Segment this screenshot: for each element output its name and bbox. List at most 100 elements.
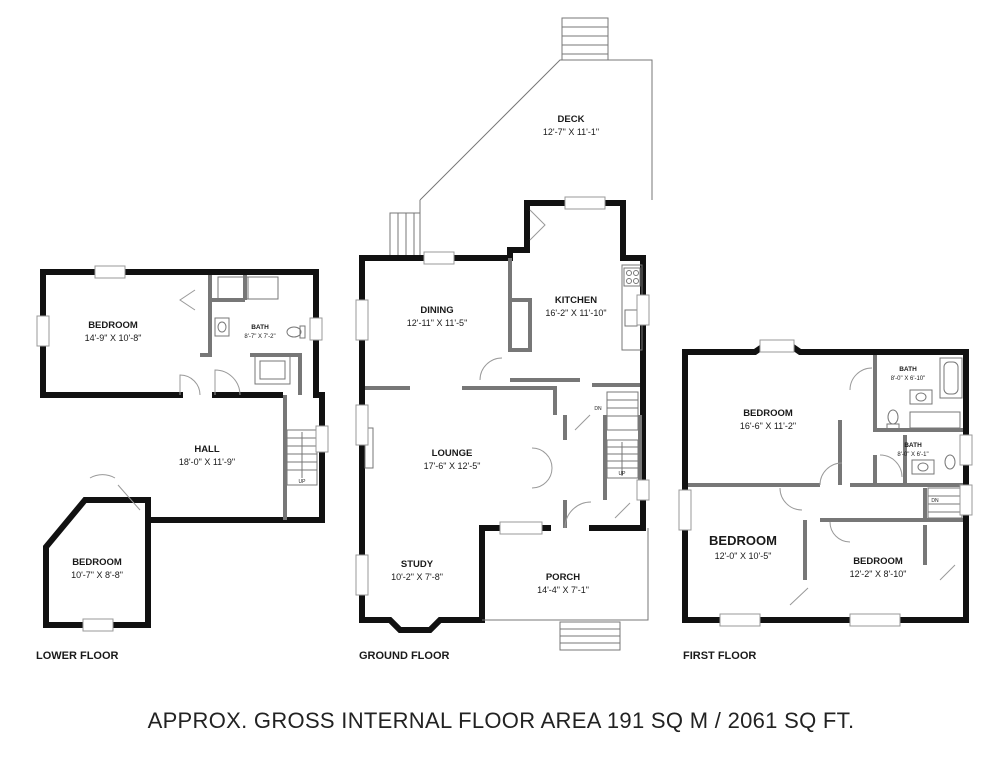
first-bedroom-1-name: BEDROOM <box>743 408 793 419</box>
lounge-dims: 17'-6" X 12'-5" <box>424 461 481 471</box>
hall-dims: 18'-0" X 11'-9" <box>179 457 235 467</box>
ground-window <box>355 299 369 341</box>
lower-hall-wall <box>250 353 302 395</box>
first-window <box>849 613 901 627</box>
ground-door-swing <box>531 447 553 489</box>
bath-wall <box>873 355 963 485</box>
study-name: STUDY <box>401 559 434 570</box>
kitchen-dims: 16'-2" X 11'-10" <box>545 308 606 318</box>
ground-door-swing <box>614 502 631 519</box>
first-sink-basin <box>915 392 927 402</box>
lower-closet-door <box>179 289 196 311</box>
first-window <box>959 434 973 466</box>
first-bath-1-dims: 8'-0" X 6'-10" <box>891 376 926 382</box>
lower-window <box>82 618 114 632</box>
deck-outline <box>419 59 653 201</box>
stove-burner <box>633 270 639 276</box>
first-bath-1-name: BATH <box>899 366 917 373</box>
ground-window <box>636 479 650 501</box>
ground-stairs-up-label: UP <box>619 471 627 477</box>
ground-window <box>355 554 369 596</box>
first-bathtub-basin <box>943 361 959 395</box>
deck-stairs <box>561 17 609 61</box>
ground-window <box>636 294 650 326</box>
lower-bath-dims: 8'-7" X 7'-2" <box>244 334 275 340</box>
stove-burner <box>626 278 632 284</box>
lower-floor-plan: BEDROOM 14'-9" X 10'-8" BATH 8'-7" X 7'-… <box>36 265 329 662</box>
hall-name: HALL <box>194 444 220 455</box>
first-floor-plan: BEDROOM 16'-6" X 11'-2" BATH 8'-0" X 6'-… <box>678 339 973 662</box>
ground-door-swing <box>574 414 591 431</box>
bedroom-3-wall <box>803 518 963 580</box>
bath-2-wall <box>903 435 963 487</box>
first-toilet <box>887 409 899 425</box>
first-toilet-tank <box>886 423 900 430</box>
kitchen-stove <box>623 267 641 287</box>
ground-door-swing <box>479 357 503 381</box>
first-door-swing <box>819 462 843 486</box>
first-sink <box>909 389 933 405</box>
lower-bath-wall <box>200 275 212 357</box>
side-steps <box>389 212 421 259</box>
lower-closet-wall <box>210 275 247 302</box>
first-window <box>678 489 692 531</box>
first-door-swing <box>789 587 809 606</box>
lower-door-swing <box>179 374 201 396</box>
lower-window <box>36 315 50 347</box>
lower-door-swing <box>117 484 141 511</box>
deck-name: DECK <box>558 114 585 125</box>
first-bedroom-3-dims: 12'-2" X 8'-10" <box>850 569 907 579</box>
lower-bath-name: BATH <box>251 324 269 331</box>
lower-toilet-tank <box>299 325 306 339</box>
lower-sink <box>214 317 230 337</box>
lower-sink-basin <box>217 321 227 333</box>
first-door-swing <box>849 367 873 391</box>
porch-dims: 14'-4" X 7'-1" <box>537 585 589 595</box>
lower-door-swing <box>89 474 116 479</box>
lower-shower <box>254 355 291 385</box>
lower-floor-outer-wall <box>40 269 325 628</box>
first-door-swing <box>779 487 803 511</box>
ground-stairs <box>606 391 639 479</box>
first-bedroom-1-dims: 16'-6" X 11'-2" <box>740 421 796 431</box>
lower-bedroom-1-name: BEDROOM <box>88 320 138 331</box>
lower-bedroom-1-dims: 14'-9" X 10'-8" <box>85 333 142 343</box>
ground-floor-plan: DECK 12'-7" X 11'-1" DINING 12'-11" X 11… <box>355 17 653 662</box>
first-window <box>719 613 761 627</box>
floor-area-summary: APPROX. GROSS INTERNAL FLOOR AREA 191 SQ… <box>147 708 855 733</box>
first-door-swing <box>829 521 851 543</box>
study-dims: 10'-2" X 7'-8" <box>391 572 443 582</box>
lower-shower-tray <box>259 360 286 380</box>
lower-window <box>315 425 329 453</box>
lower-bedroom-2-dims: 10'-7" X 8'-8" <box>71 570 123 580</box>
dining-kitchen-wall <box>508 258 532 352</box>
first-stairs-label: DN <box>931 498 939 504</box>
lounge-name: LOUNGE <box>432 448 473 459</box>
lower-window <box>309 317 323 341</box>
porch-name: PORCH <box>546 572 580 583</box>
stove-burner <box>626 270 632 276</box>
first-bedroom-2-name: BEDROOM <box>709 533 777 548</box>
lower-bedroom-wall <box>40 269 183 398</box>
ground-door-swing <box>564 501 592 529</box>
ground-window <box>499 521 543 535</box>
dining-dims: 12'-11" X 11'-5" <box>407 318 468 328</box>
ground-window <box>564 196 606 210</box>
first-window <box>759 339 795 353</box>
ground-window <box>423 251 455 265</box>
lower-stairs-label: UP <box>299 479 307 485</box>
lower-floor-label: LOWER FLOOR <box>36 650 119 662</box>
ground-window <box>355 404 369 446</box>
second-toilet <box>944 454 956 470</box>
first-bedroom-2-dims: 12'-0" X 10'-5" <box>715 551 772 561</box>
porch-stairs <box>559 621 621 651</box>
first-shower <box>909 411 961 429</box>
stove-burner <box>633 278 639 284</box>
dining-lounge-wall <box>365 386 557 415</box>
first-bathtub <box>939 357 963 399</box>
lower-toilet <box>286 326 302 338</box>
fireplace <box>364 427 374 469</box>
first-door-swing <box>939 564 956 581</box>
second-sink <box>911 459 935 475</box>
second-sink-basin <box>917 462 929 472</box>
